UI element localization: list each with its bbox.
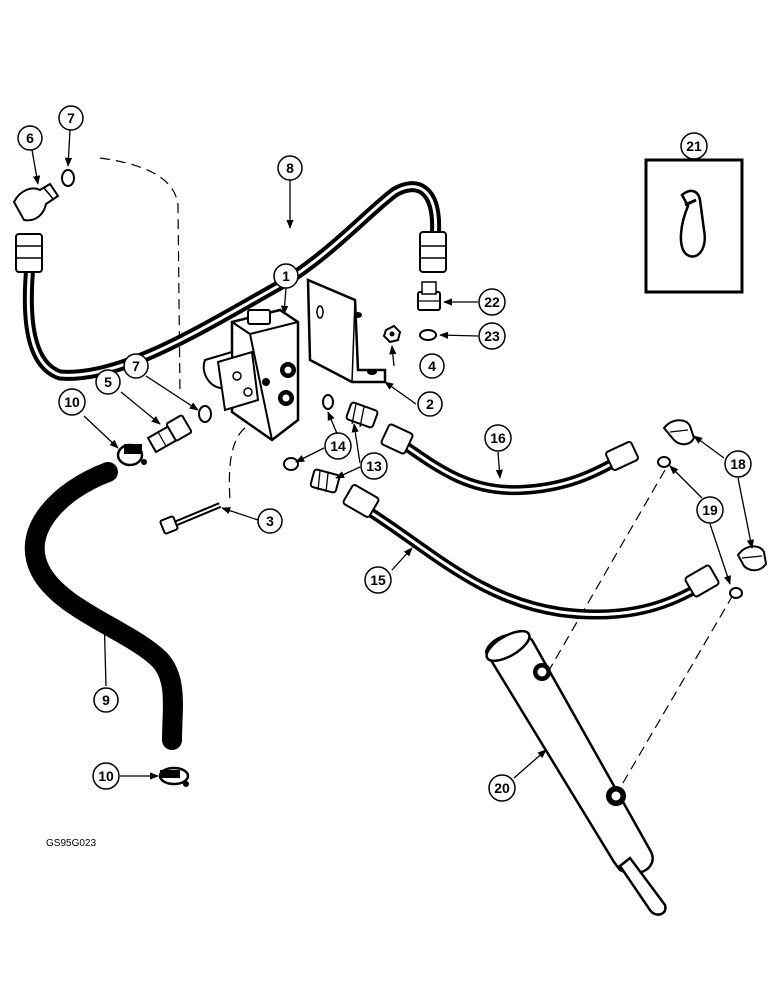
o-ring-19-lower xyxy=(729,587,743,599)
svg-text:19: 19 xyxy=(702,502,718,518)
hose-8 xyxy=(15,181,447,381)
valve-block-1 xyxy=(202,308,300,442)
leader-lines xyxy=(31,129,754,780)
elbow-fitting-18-lower xyxy=(736,545,768,572)
dashed-routing-lines xyxy=(99,157,734,789)
svg-text:23: 23 xyxy=(484,328,500,344)
nut-4 xyxy=(382,324,402,344)
o-ring-14-upper xyxy=(322,394,334,410)
elbow-fitting-6 xyxy=(12,182,60,222)
hydraulic-cylinder-20 xyxy=(484,629,667,916)
o-ring-14-lower xyxy=(283,457,299,471)
svg-text:10: 10 xyxy=(98,768,114,784)
callout-7-top: 7 xyxy=(58,105,84,131)
mounting-bracket-2 xyxy=(306,278,387,384)
bolt-3 xyxy=(159,502,222,535)
svg-text:2: 2 xyxy=(426,396,434,412)
hose-clamp-10-upper xyxy=(116,443,147,467)
svg-text:20: 20 xyxy=(494,780,510,796)
callout-10-upper: 10 xyxy=(58,388,86,416)
callout-15: 15 xyxy=(364,566,392,594)
callout-10-lower: 10 xyxy=(92,762,120,790)
callout-2: 2 xyxy=(417,391,443,417)
svg-text:10: 10 xyxy=(64,394,80,410)
callout-8: 8 xyxy=(277,155,303,181)
callout-22: 22 xyxy=(478,288,506,316)
o-ring-23 xyxy=(419,329,437,341)
callout-21: 21 xyxy=(680,132,708,160)
callout-4: 4 xyxy=(419,353,445,379)
callout-20: 20 xyxy=(488,774,516,802)
svg-text:22: 22 xyxy=(484,294,500,310)
svg-text:1: 1 xyxy=(282,268,290,284)
callout-14: 14 xyxy=(324,432,352,460)
o-ring-7-mid xyxy=(198,405,212,423)
drawing-code: GS95G023 xyxy=(46,838,96,849)
callout-18: 18 xyxy=(724,450,752,478)
svg-text:3: 3 xyxy=(266,513,274,529)
callout-1: 1 xyxy=(273,263,299,289)
svg-text:6: 6 xyxy=(26,130,34,146)
callout-16: 16 xyxy=(484,424,512,452)
hose-9 xyxy=(24,462,183,750)
hose-clamp-10-lower xyxy=(158,766,190,787)
callout-3: 3 xyxy=(257,508,283,534)
o-ring-7-top xyxy=(61,169,75,187)
svg-text:18: 18 xyxy=(730,456,746,472)
svg-text:15: 15 xyxy=(370,572,386,588)
hose-15 xyxy=(342,484,720,620)
callouts: 1 2 3 4 5 6 7 7 8 9 10 10 13 14 15 16 18… xyxy=(17,105,752,802)
svg-text:7: 7 xyxy=(132,358,140,374)
svg-text:14: 14 xyxy=(330,438,346,454)
fitting-13-upper xyxy=(345,401,379,429)
o-ring-19-upper xyxy=(657,456,671,468)
svg-text:7: 7 xyxy=(67,110,75,126)
callout-13: 13 xyxy=(360,452,388,480)
svg-text:16: 16 xyxy=(490,430,506,446)
svg-text:21: 21 xyxy=(686,138,702,154)
callout-6: 6 xyxy=(17,125,43,151)
svg-text:4: 4 xyxy=(428,358,436,374)
svg-text:8: 8 xyxy=(286,160,294,176)
callout-23: 23 xyxy=(478,322,506,350)
svg-text:5: 5 xyxy=(104,374,112,390)
fitting-5 xyxy=(146,414,193,454)
hose-16 xyxy=(380,423,639,496)
callout-9: 9 xyxy=(93,687,119,713)
adapter-fitting-22 xyxy=(417,281,441,311)
callout-5: 5 xyxy=(95,369,121,395)
svg-text:9: 9 xyxy=(102,692,110,708)
fitting-13-lower xyxy=(309,468,341,494)
clamp-inset-box xyxy=(644,148,744,294)
elbow-fitting-18-upper xyxy=(662,419,696,446)
svg-text:13: 13 xyxy=(366,458,382,474)
callout-7-mid: 7 xyxy=(123,353,149,379)
callout-19: 19 xyxy=(696,496,724,524)
